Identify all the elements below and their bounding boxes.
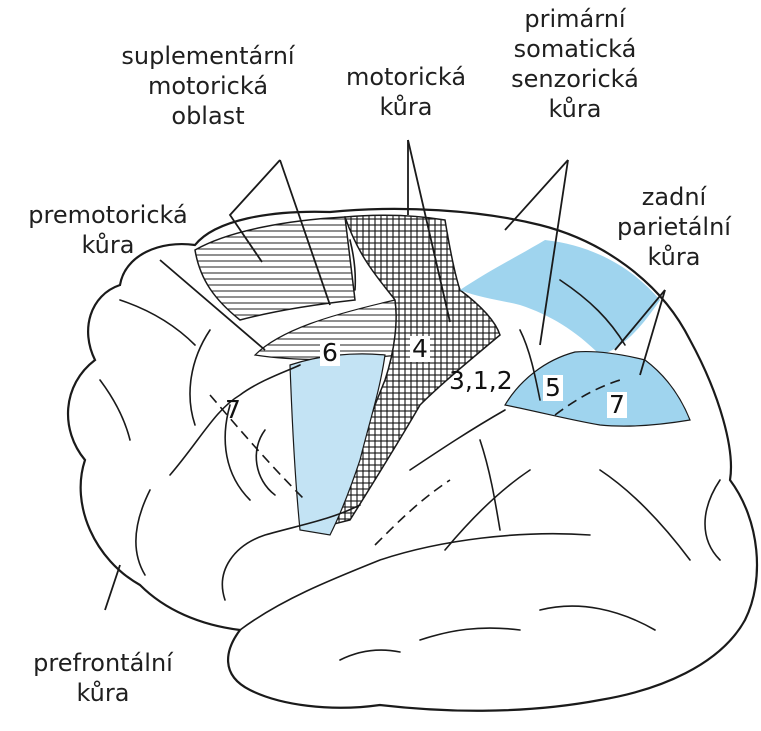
area-5-label: 5 [543,375,563,401]
label-supplementary-motor-area: suplementární motorická oblast [113,41,303,131]
label-primary-somatosensory-cortex: primární somatická senzorická kůra [500,4,650,124]
area-7-frontal-label: 7 [223,397,243,423]
label-motor-cortex: motorická kůra [336,62,476,122]
label-posterior-parietal-cortex: zadní parietální kůra [604,182,744,272]
area-312-label: 3,1,2 [447,368,515,394]
area-7-parietal-label: 7 [607,392,627,418]
label-premotor-cortex: premotorická kůra [8,200,208,260]
label-prefrontal-cortex: prefrontální kůra [18,648,188,708]
area-6-label: 6 [320,340,340,366]
area-4-label: 4 [410,336,430,362]
